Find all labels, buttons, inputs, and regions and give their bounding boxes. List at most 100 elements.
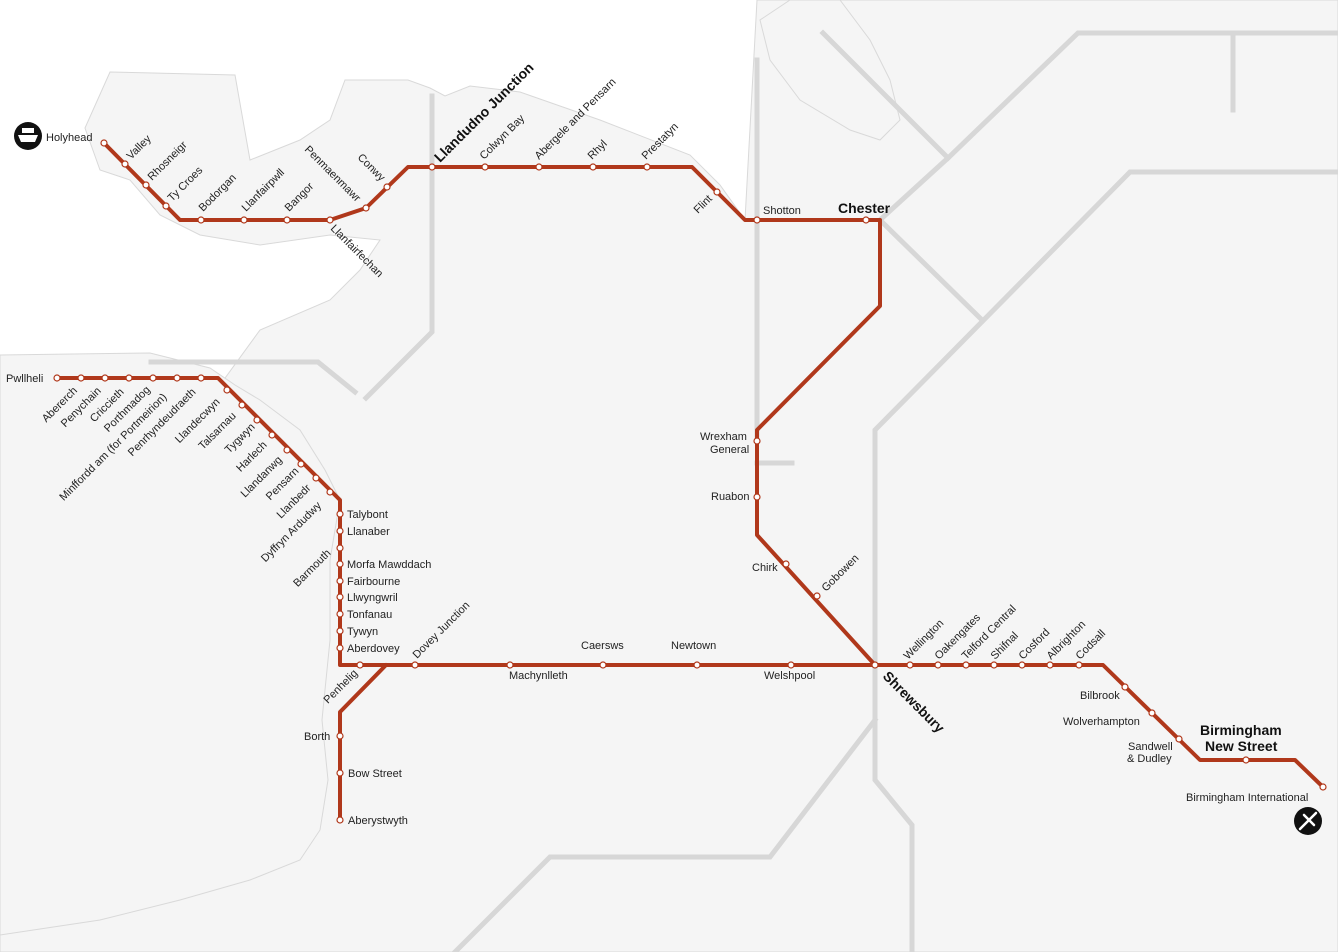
station-marker[interactable] [142,181,150,189]
station-label: Caersws [581,640,624,652]
station-marker[interactable] [101,374,109,382]
station-marker[interactable] [934,661,942,669]
station-label: Welshpool [764,670,815,682]
other-rail-line [819,29,952,162]
station-marker[interactable] [336,732,344,740]
station-label-major: New Street [1205,738,1278,754]
station-marker[interactable] [240,216,248,224]
station-marker[interactable] [1175,735,1183,743]
station-marker[interactable] [336,510,344,518]
lleyn-coast [0,352,341,936]
station-label: Ruabon [711,491,750,503]
station-marker[interactable] [589,163,597,171]
station-marker[interactable] [1018,661,1026,669]
station-label: Aberystwyth [348,815,408,827]
station-marker[interactable] [336,610,344,618]
station-marker[interactable] [253,416,261,424]
station-marker[interactable] [871,661,879,669]
station-marker[interactable] [238,401,246,409]
station-marker[interactable] [693,661,701,669]
station-marker[interactable] [312,474,320,482]
station-marker[interactable] [362,204,370,212]
station-marker[interactable] [336,544,344,552]
station-marker[interactable] [77,374,85,382]
wirral-coast [759,0,901,141]
station-label: Llwyngwril [347,592,398,604]
station-marker[interactable] [336,816,344,824]
station-marker[interactable] [197,374,205,382]
station-marker[interactable] [753,437,761,445]
station-marker[interactable] [753,216,761,224]
station-marker[interactable] [197,216,205,224]
station-marker[interactable] [336,577,344,585]
station-marker[interactable] [326,488,334,496]
station-marker[interactable] [383,183,391,191]
station-marker[interactable] [1046,661,1054,669]
station-marker[interactable] [121,160,129,168]
station-label: Aberdovey [347,643,400,655]
station-marker[interactable] [599,661,607,669]
station-marker[interactable] [223,386,231,394]
station-marker[interactable] [411,661,419,669]
station-marker[interactable] [149,374,157,382]
route-line [338,663,388,822]
station-marker[interactable] [535,163,543,171]
station-label-major: Chester [838,200,891,216]
station-marker[interactable] [336,627,344,635]
station-marker[interactable] [753,493,761,501]
station-marker[interactable] [297,460,305,468]
station-label: Chirk [752,562,778,574]
station-marker[interactable] [813,592,821,600]
station-label: Tonfanau [347,609,392,621]
station-marker[interactable] [787,661,795,669]
station-label: General [710,444,749,456]
other-rail-line [876,216,984,322]
station-marker[interactable] [173,374,181,382]
station-marker[interactable] [990,661,998,669]
station-marker[interactable] [1319,783,1327,791]
other-rail-line [876,30,1338,224]
station-label: Holyhead [46,132,92,144]
station-label: Tywyn [347,626,378,638]
station-marker[interactable] [782,560,790,568]
station-marker[interactable] [506,661,514,669]
station-marker[interactable] [862,216,870,224]
station-marker[interactable] [481,163,489,171]
station-marker[interactable] [283,446,291,454]
station-marker[interactable] [53,374,61,382]
station-marker[interactable] [1148,709,1156,717]
station-marker[interactable] [268,431,276,439]
station-label-major: Birmingham [1200,722,1282,738]
station-label: Wolverhampton [1063,716,1140,728]
station-marker[interactable] [1075,661,1083,669]
station-marker[interactable] [162,202,170,210]
station-label: Birmingham International [1186,792,1308,804]
station-marker[interactable] [336,527,344,535]
station-marker[interactable] [356,661,364,669]
station-label: Shotton [763,205,801,217]
station-marker[interactable] [906,661,914,669]
station-marker[interactable] [336,560,344,568]
station-marker[interactable] [962,661,970,669]
station-marker[interactable] [326,216,334,224]
station-marker[interactable] [336,644,344,652]
station-marker[interactable] [643,163,651,171]
station-label: Talybont [347,509,388,521]
airport-icon [1294,807,1322,835]
station-label: Morfa Mawddach [347,559,431,571]
station-marker[interactable] [283,216,291,224]
station-marker[interactable] [428,163,436,171]
route-line [55,376,877,667]
station-marker[interactable] [1121,683,1129,691]
other-rail-line [148,359,359,396]
station-marker[interactable] [1242,756,1250,764]
station-marker[interactable] [713,188,721,196]
station-marker[interactable] [100,139,108,147]
station-marker[interactable] [336,769,344,777]
station-label: Bilbrook [1080,690,1120,702]
station-marker[interactable] [125,374,133,382]
station-label: Fairbourne [347,576,400,588]
station-label: Pwllheli [6,373,43,385]
station-marker[interactable] [336,593,344,601]
